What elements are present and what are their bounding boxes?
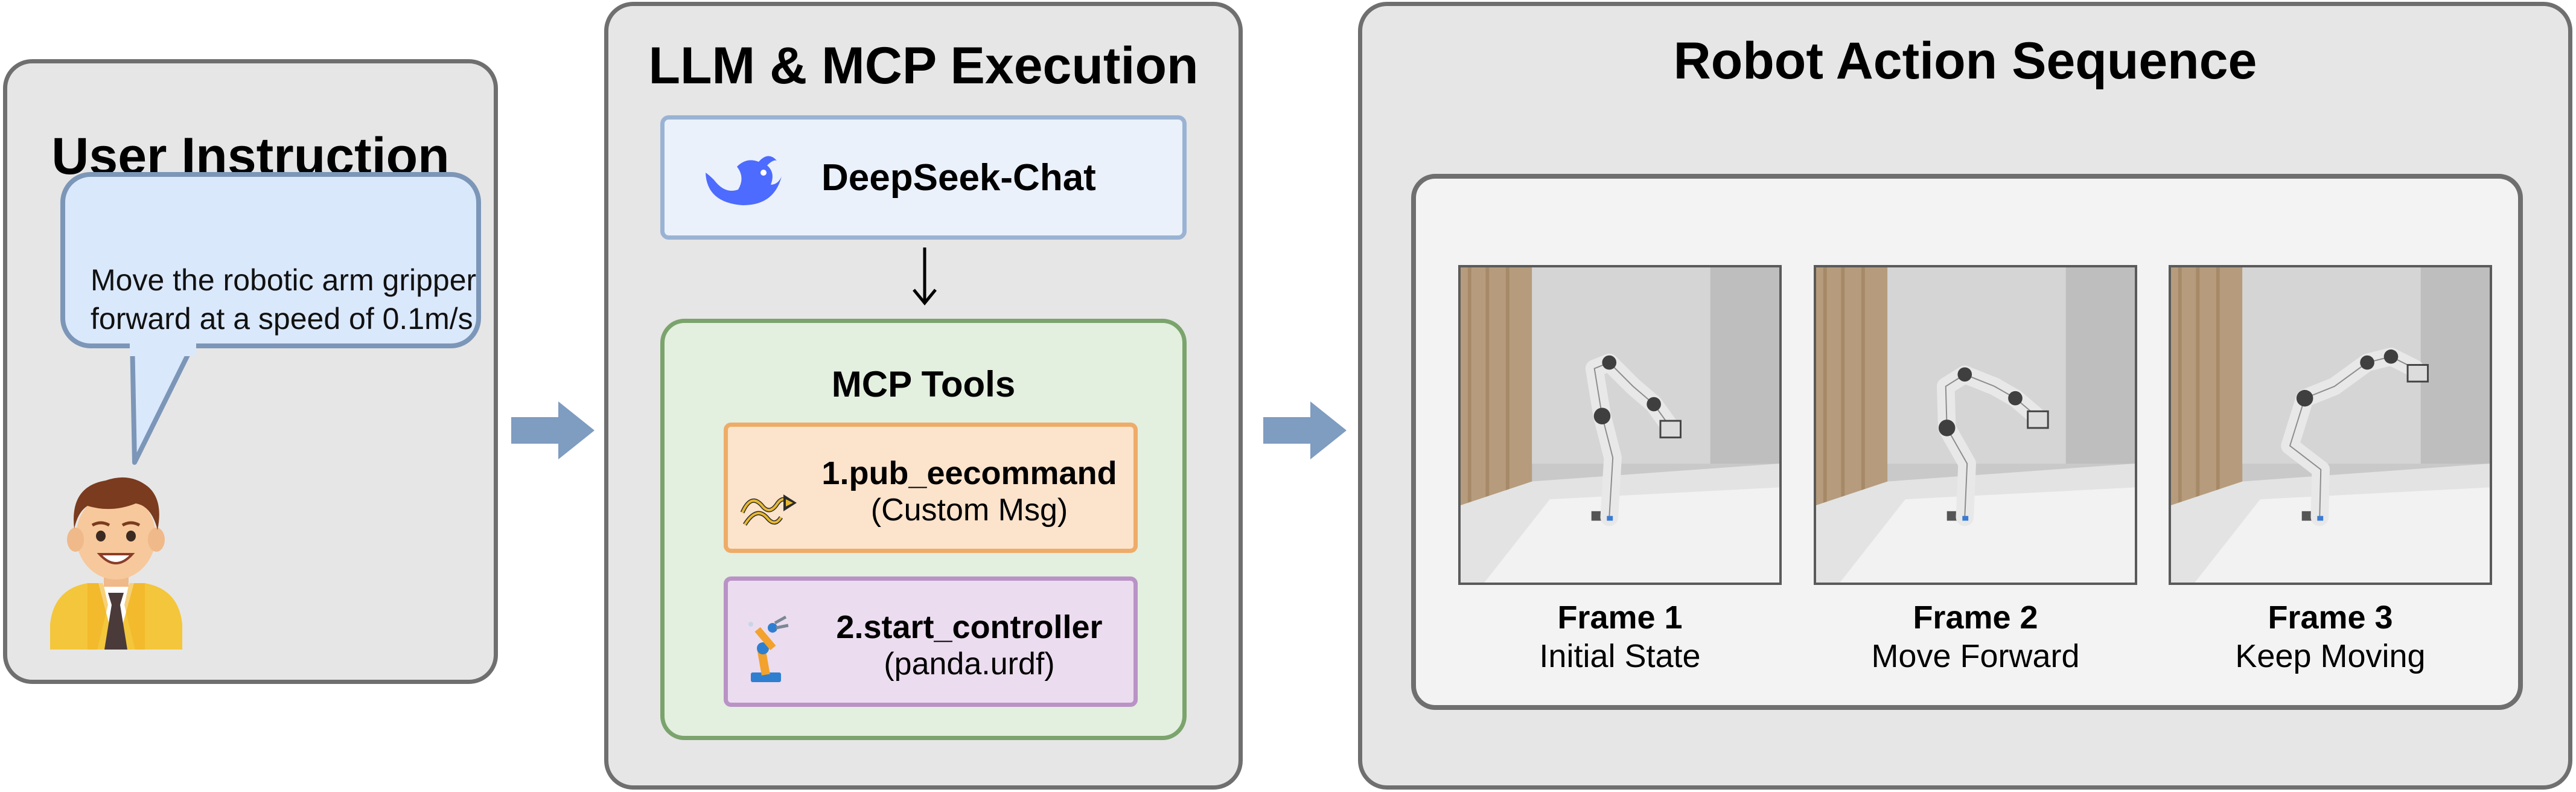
tool-detail: (Custom Msg) (870, 493, 1068, 528)
user-instruction-panel (3, 59, 498, 684)
frame-caption: Initial State (1539, 638, 1701, 674)
frames-container: Frame 1 Initial State Frame 2 Move Forwa… (1411, 174, 2523, 710)
model-box: DeepSeek-Chat (660, 115, 1187, 240)
frame-image-2 (1814, 265, 2137, 585)
frame-title: Frame 2 (1913, 599, 2038, 636)
robot-arm-icon (748, 615, 789, 682)
mcp-tools-title: MCP Tools (831, 364, 1016, 404)
arrow-down-icon (913, 248, 937, 305)
speech-bubble (60, 172, 481, 348)
mcp-tools-box: MCP Tools 1.pub_eecommand (Custom Msg) 2… (660, 319, 1187, 740)
model-name: DeepSeek-Chat (821, 157, 1096, 199)
tool-name: 1.pub_eecommand (821, 455, 1117, 491)
frame-title: Frame 1 (1557, 599, 1683, 636)
frame-image-1 (1458, 265, 1782, 585)
frame-caption: Move Forward (1871, 638, 2080, 674)
user-instruction-text: Move the robotic arm gripper forward at … (91, 263, 477, 336)
flow-arrow-right-icon (511, 401, 595, 459)
user-avatar-icon (50, 477, 182, 650)
deepseek-whale-icon (706, 156, 782, 205)
frame-image-3 (2169, 265, 2492, 585)
tool-card-start-controller: 2.start_controller (panda.urdf) (724, 576, 1138, 707)
speech-bubble-seam (130, 338, 196, 356)
tool-card-pub-eecommand: 1.pub_eecommand (Custom Msg) (724, 423, 1138, 553)
llm-mcp-title: LLM & MCP Execution (648, 37, 1199, 95)
ros-logo-icon (740, 494, 797, 526)
frame-caption: Keep Moving (2235, 638, 2426, 674)
tool-detail: (panda.urdf) (884, 647, 1055, 682)
frame-title: Frame 3 (2268, 599, 2393, 636)
robot-action-title: Robot Action Sequence (1673, 32, 2257, 90)
tool-name: 2.start_controller (836, 609, 1103, 645)
flow-arrow-right-icon (1263, 401, 1347, 459)
